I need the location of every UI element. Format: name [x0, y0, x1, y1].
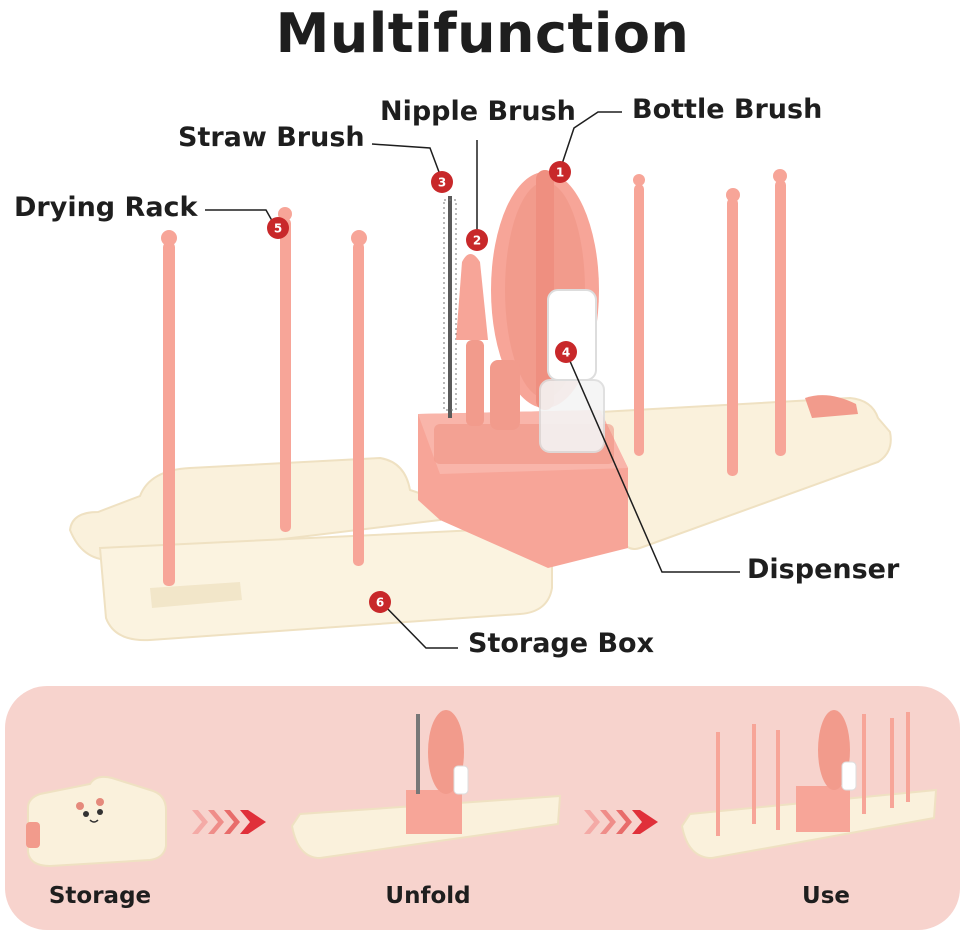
- callout-label-dispenser: Dispenser: [747, 554, 900, 585]
- badge-1: 1: [549, 161, 571, 183]
- dispenser: [539, 289, 605, 453]
- callout-label-drying-rack: Drying Rack: [14, 192, 198, 223]
- badge-1-text: 1: [556, 166, 564, 180]
- badge-2: 2: [466, 229, 488, 251]
- arrow-chevrons-1: [192, 810, 266, 834]
- badge-2-text: 2: [473, 234, 481, 248]
- badge-4: 4: [555, 341, 577, 363]
- storage-folded-box: [26, 775, 167, 868]
- right-tray: [598, 395, 892, 550]
- callout-leader-lines: [205, 111, 740, 649]
- badge-5: 5: [267, 217, 289, 239]
- usage-steps-illustration: [26, 710, 938, 868]
- nipple-brush: [456, 254, 488, 426]
- stage-label-storage: Storage: [48, 883, 152, 909]
- badge-3-text: 3: [438, 176, 446, 190]
- page-title: Multifunction: [275, 2, 690, 65]
- badge-6: 6: [369, 591, 391, 613]
- callout-label-bottle-brush: Bottle Brush: [632, 94, 823, 125]
- badge-4-text: 4: [562, 346, 570, 360]
- badge-3: 3: [431, 171, 453, 193]
- callout-label-straw-brush: Straw Brush: [178, 122, 365, 153]
- badge-5-text: 5: [274, 222, 282, 236]
- product-illustration: 1 2 3 4 5 6: [68, 111, 892, 649]
- stage-label-unfold: Unfold: [385, 883, 471, 909]
- callout-label-storage-box: Storage Box: [468, 628, 655, 659]
- straw-brush: [443, 196, 457, 418]
- stage-label-use: Use: [802, 883, 850, 909]
- callout-label-nipple-brush: Nipple Brush: [380, 96, 576, 127]
- unfold-illustration: [290, 710, 562, 860]
- arrow-chevrons-2: [584, 810, 658, 834]
- drying-rack-rods: [161, 169, 787, 586]
- badge-6-text: 6: [376, 596, 384, 610]
- use-illustration: [680, 710, 938, 860]
